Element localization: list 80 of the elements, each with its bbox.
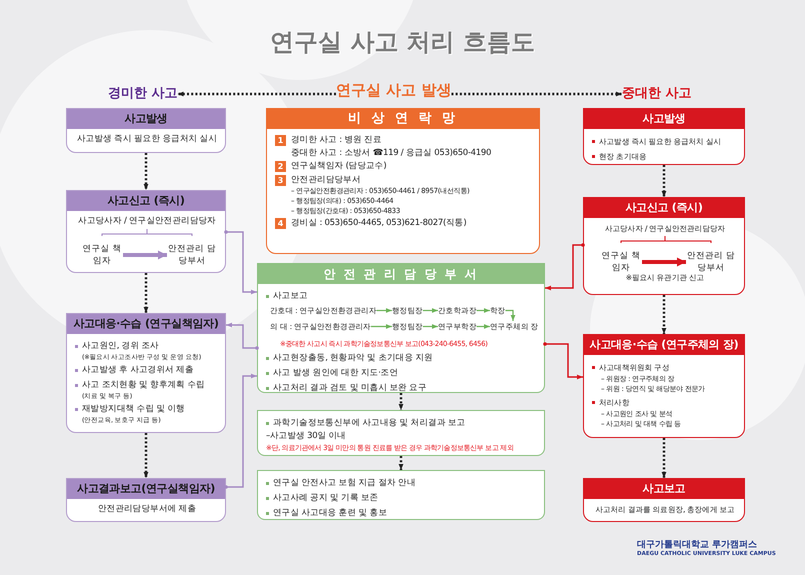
bullet-text: 연구실 안전사고 보험 지급 절차 안내 bbox=[266, 477, 538, 490]
arrow bbox=[543, 342, 583, 380]
body-text: 경비실 : 053)650-4465, 053)621-8027(직통) bbox=[291, 217, 468, 230]
dotted-arrow bbox=[398, 393, 404, 410]
role-label: 연구실 책임자 bbox=[81, 241, 123, 269]
process-box bbox=[583, 197, 745, 295]
bullet-text: 사고현장출동, 현황파악 및 초기대응 지원 bbox=[266, 352, 538, 365]
role-label: 안전관리 담당부서 bbox=[686, 248, 736, 276]
process-box bbox=[257, 470, 545, 520]
box-heading: 비 상 연 락 망 bbox=[267, 109, 539, 129]
process-box bbox=[66, 190, 226, 273]
dotted-arrow bbox=[144, 273, 148, 313]
arrow bbox=[545, 243, 585, 290]
arrow bbox=[422, 324, 438, 329]
arrow bbox=[476, 324, 490, 329]
bullet-text: 사고 조치현황 및 향후계획 수립 bbox=[75, 379, 219, 392]
arrow bbox=[226, 322, 259, 350]
number-badge: 2 bbox=[275, 161, 286, 172]
dotted-arrow bbox=[662, 165, 666, 197]
category-heading: 중대한 사고 bbox=[622, 84, 692, 104]
dotted-arrow bbox=[144, 153, 148, 190]
body-text: 경미한 사고 : 병원 진료 bbox=[291, 134, 382, 146]
arrow bbox=[376, 308, 392, 313]
body-text: 연구실책임자 (담당교수) bbox=[291, 160, 388, 172]
process-box bbox=[257, 410, 545, 456]
page-title: 연구실 사고 처리 흐름도 bbox=[268, 27, 536, 58]
arrow bbox=[505, 310, 516, 321]
process-box bbox=[583, 108, 745, 165]
process-box bbox=[257, 263, 545, 393]
body-text: 중대한 사고 : 소방서 ☎119 / 응급실 053)650-4190 bbox=[291, 146, 492, 159]
category-heading: 연구실 사고 발생 bbox=[336, 80, 452, 104]
thick-arrow bbox=[123, 250, 167, 260]
body-text: –사고발생 30일 이내 bbox=[266, 430, 347, 442]
box-heading: 사고신고 (즉시) bbox=[584, 198, 744, 218]
arrow bbox=[422, 308, 438, 313]
box-heading: 사고대응·수습 (연구주체의 장) bbox=[584, 335, 744, 355]
box-heading: 사고결과보고(연구실책임자) bbox=[67, 479, 225, 499]
process-box bbox=[66, 108, 226, 153]
process-box bbox=[583, 334, 745, 438]
box-heading: 사고신고 (즉시) bbox=[67, 191, 225, 211]
number-badge: 1 bbox=[275, 135, 286, 146]
body-text: 안전관리담당부서 bbox=[291, 174, 362, 186]
number-badge: 3 bbox=[275, 174, 286, 186]
process-box bbox=[266, 108, 540, 254]
box-heading: 사고대응·수습 (연구실책임자) bbox=[67, 314, 225, 334]
institution-name: 대구가톨릭대학교 루가캠퍼스 bbox=[637, 539, 758, 550]
dotted-arrow bbox=[144, 433, 148, 478]
thick-arrow bbox=[642, 258, 686, 266]
bullet-text: 연구실 사고대응 훈련 및 홍보 bbox=[266, 507, 538, 520]
bullet-text: 사고원인, 경위 조사 bbox=[75, 340, 219, 353]
box-heading: 사고발생 bbox=[584, 109, 744, 129]
bullet-text: 사고 발생 원인에 대한 지도·조언 bbox=[266, 367, 538, 380]
body-text: 안전관리담당부서에 제출 bbox=[96, 503, 198, 516]
bullet-text: 사고사례 공지 및 기록 보존 bbox=[266, 492, 538, 505]
number-badge: 4 bbox=[275, 218, 286, 229]
role-label: 안전관리 담당부서 bbox=[167, 241, 217, 269]
arrow bbox=[224, 230, 257, 294]
process-box bbox=[66, 478, 226, 522]
bullet-text: 사고처리 결과 검토 및 미흡시 보완 요구 bbox=[266, 382, 538, 395]
process-box bbox=[583, 478, 745, 522]
category-heading: 경미한 사고 bbox=[108, 84, 178, 104]
box-heading: 안 전 관 리 담 당 부 서 bbox=[258, 264, 544, 284]
dotted-arrow bbox=[662, 295, 666, 334]
box-heading: 사고발생 bbox=[67, 109, 225, 129]
dotted-arrow bbox=[178, 92, 336, 96]
bullet-text: 사고발생 후 사고경위서 제출 bbox=[75, 364, 219, 377]
dotted-arrow bbox=[398, 456, 404, 470]
body-text: 사고발생 즉시 필요한 응급처치 실시 bbox=[76, 133, 218, 146]
dotted-arrow bbox=[662, 438, 666, 478]
bullet-text: 과학기술정보통신부에 사고내용 및 처리결과 보고 bbox=[266, 417, 538, 430]
dotted-arrow bbox=[451, 92, 622, 96]
arrow bbox=[224, 374, 257, 489]
arrow bbox=[476, 308, 490, 313]
process-box bbox=[66, 313, 226, 433]
bullet-text: 재발방지대책 수립 및 이행 bbox=[75, 403, 219, 416]
body-text: 사고당사자 / 연구실안전관리담당자 bbox=[77, 215, 217, 228]
bullet-text: 사고보고 bbox=[266, 290, 538, 303]
role-label: 연구실 책임자 bbox=[600, 248, 642, 276]
arrow bbox=[370, 324, 392, 329]
box-heading: 사고보고 bbox=[584, 479, 744, 499]
